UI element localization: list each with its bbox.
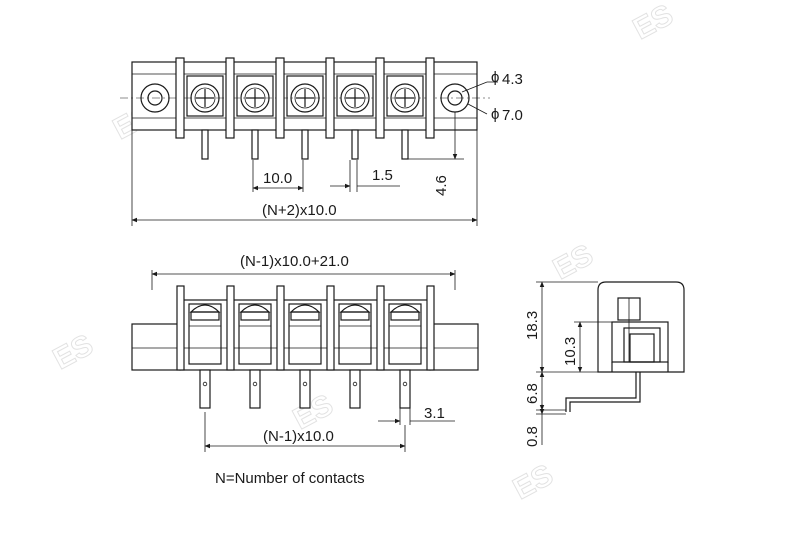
watermark-text: ES	[48, 328, 99, 376]
legend-text: N=Number of contacts	[215, 470, 365, 487]
terminal-cell	[388, 303, 422, 365]
terminal-cell	[236, 75, 274, 117]
terminal-cell	[286, 75, 324, 117]
dim-pin-offset: 4.6	[433, 175, 450, 196]
dim-pin-length: 6.8	[524, 383, 541, 404]
terminal-cell	[188, 303, 222, 365]
pin	[349, 369, 361, 409]
pin	[299, 369, 311, 409]
pin	[199, 369, 211, 409]
right-tab	[429, 323, 479, 371]
barrier	[176, 285, 185, 371]
side-view: 18.3 10.3 6.8 0.8	[524, 281, 685, 447]
terminal-cell	[288, 303, 322, 365]
watermark-text: ES	[628, 0, 679, 46]
screw-head	[290, 83, 320, 113]
dim-hole-diameter: 4.3	[502, 71, 523, 88]
dim-head-diameter: 7.0	[502, 107, 523, 124]
barrier	[226, 285, 235, 371]
pin	[399, 369, 411, 409]
barrier	[225, 57, 235, 139]
dim-pitch: 10.0	[263, 170, 292, 187]
phi-symbol: ϕ	[491, 106, 499, 123]
dim-overall-length-top: (N+2)x10.0	[262, 202, 337, 219]
dim-pin-width: 1.5	[372, 167, 393, 184]
front-view: (N-1)x10.0+21.0 3.1 (N-1)x10.0 N=Number …	[131, 253, 479, 487]
terminal-cell	[386, 75, 424, 117]
watermark-text: ES	[548, 238, 599, 286]
barrier	[275, 57, 285, 139]
top-view: ϕ 4.3 ϕ 7.0 10.0 1.5 4.6 (N+2)x10.0	[120, 57, 523, 226]
dim-height-total: 18.3	[524, 311, 541, 340]
dim-pin-thickness: 3.1	[424, 405, 445, 422]
left-tab	[131, 323, 181, 371]
barrier	[376, 285, 385, 371]
terminal-cell	[338, 303, 372, 365]
pin	[201, 129, 209, 160]
screw-head	[340, 83, 370, 113]
dim-height-inner: 10.3	[562, 337, 579, 366]
pin	[249, 369, 261, 409]
watermark-text: ES	[508, 458, 559, 506]
pin	[351, 129, 359, 160]
barrier	[175, 57, 185, 139]
terminal-cell	[186, 75, 224, 117]
pin	[251, 129, 259, 160]
barrier	[426, 285, 435, 371]
side-body	[597, 281, 685, 373]
screw-head	[390, 83, 420, 113]
pin	[401, 129, 409, 160]
barrier	[326, 285, 335, 371]
terminal-cell	[336, 75, 374, 117]
barrier	[276, 285, 285, 371]
dim-pin-gauge: 0.8	[524, 426, 541, 447]
dim-overall-length-front: (N-1)x10.0+21.0	[240, 253, 349, 270]
terminal-cell	[238, 303, 272, 365]
dim-pin-span: (N-1)x10.0	[263, 428, 334, 445]
pin	[301, 129, 309, 160]
screw-head	[240, 83, 270, 113]
side-pin	[565, 372, 637, 412]
barrier	[375, 57, 385, 139]
barrier	[325, 57, 335, 139]
phi-symbol: ϕ	[491, 69, 499, 86]
screw-head	[190, 83, 220, 113]
barrier	[425, 57, 435, 139]
